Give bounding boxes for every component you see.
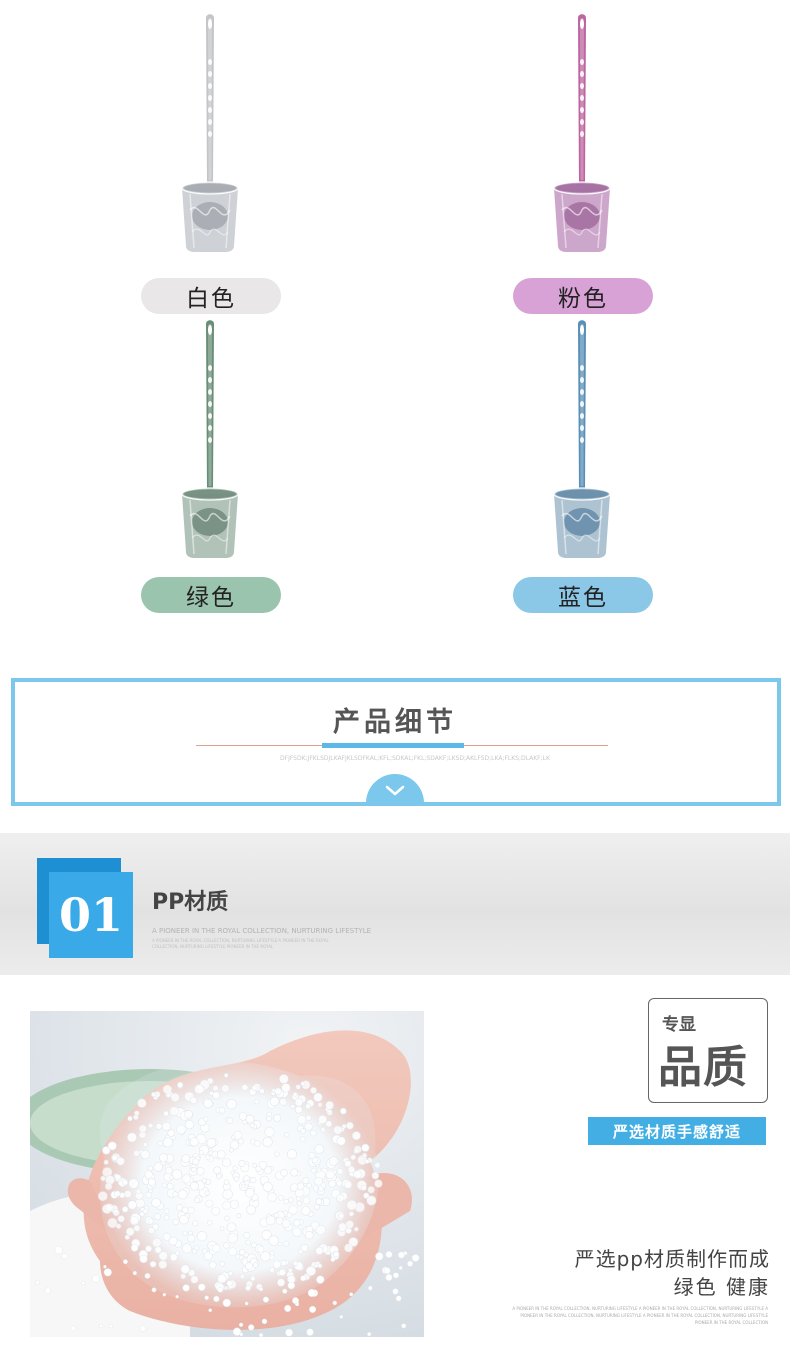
product-green <box>150 316 270 576</box>
quality-label: 严选材质手感舒适 <box>588 1117 766 1145</box>
detail-title-underline <box>322 743 464 748</box>
description-fine-print: A PIONEER IN THE ROYAL COLLECTION, NURTU… <box>512 1306 768 1325</box>
hands-with-granules-image <box>30 1011 424 1337</box>
quality-badge-big: 品质 <box>658 1042 748 1093</box>
quality-badge-small: 专显 <box>662 1015 696 1035</box>
color-label-pink: 粉色 <box>558 286 608 312</box>
detail-title: 产品细节 <box>333 707 457 738</box>
color-pill-white[interactable]: 白色 <box>141 278 281 314</box>
color-label-white: 白色 <box>186 286 236 312</box>
description-line-2: 绿色 健康 <box>673 1275 770 1299</box>
toilet-brush-blue-image <box>553 320 611 558</box>
detail-subtitle: DFJFSDK;JFKLSDJLKAFJKLSDFKAL;KFL;SDKAL;F… <box>280 755 550 762</box>
product-white <box>150 10 270 270</box>
product-pink <box>522 10 642 270</box>
toilet-brush-green-image <box>181 320 239 558</box>
toilet-brush-pink-image <box>553 14 611 252</box>
toilet-brush-white-image <box>181 14 239 252</box>
quality-badge: 专显 品质 <box>648 998 768 1103</box>
color-label-blue: 蓝色 <box>558 585 608 611</box>
color-label-green: 绿色 <box>186 585 236 611</box>
section-fine-print: A PIONEER IN THE ROYAL COLLECTION, NURTU… <box>152 938 329 949</box>
color-pill-blue[interactable]: 蓝色 <box>513 577 653 613</box>
product-blue <box>522 316 642 576</box>
section-subtitle: A PIONEER IN THE ROYAL COLLECTION, NURTU… <box>152 927 372 935</box>
expand-tab[interactable] <box>366 774 424 803</box>
section-title: PP材质 <box>152 890 229 915</box>
section-number: 01 <box>49 872 133 958</box>
color-pill-green[interactable]: 绿色 <box>141 577 281 613</box>
pp-granules-photo <box>30 1011 424 1337</box>
description-line-1: 严选pp材质制作而成 <box>574 1247 770 1271</box>
chevron-down-icon <box>385 785 405 796</box>
color-pill-pink[interactable]: 粉色 <box>513 278 653 314</box>
